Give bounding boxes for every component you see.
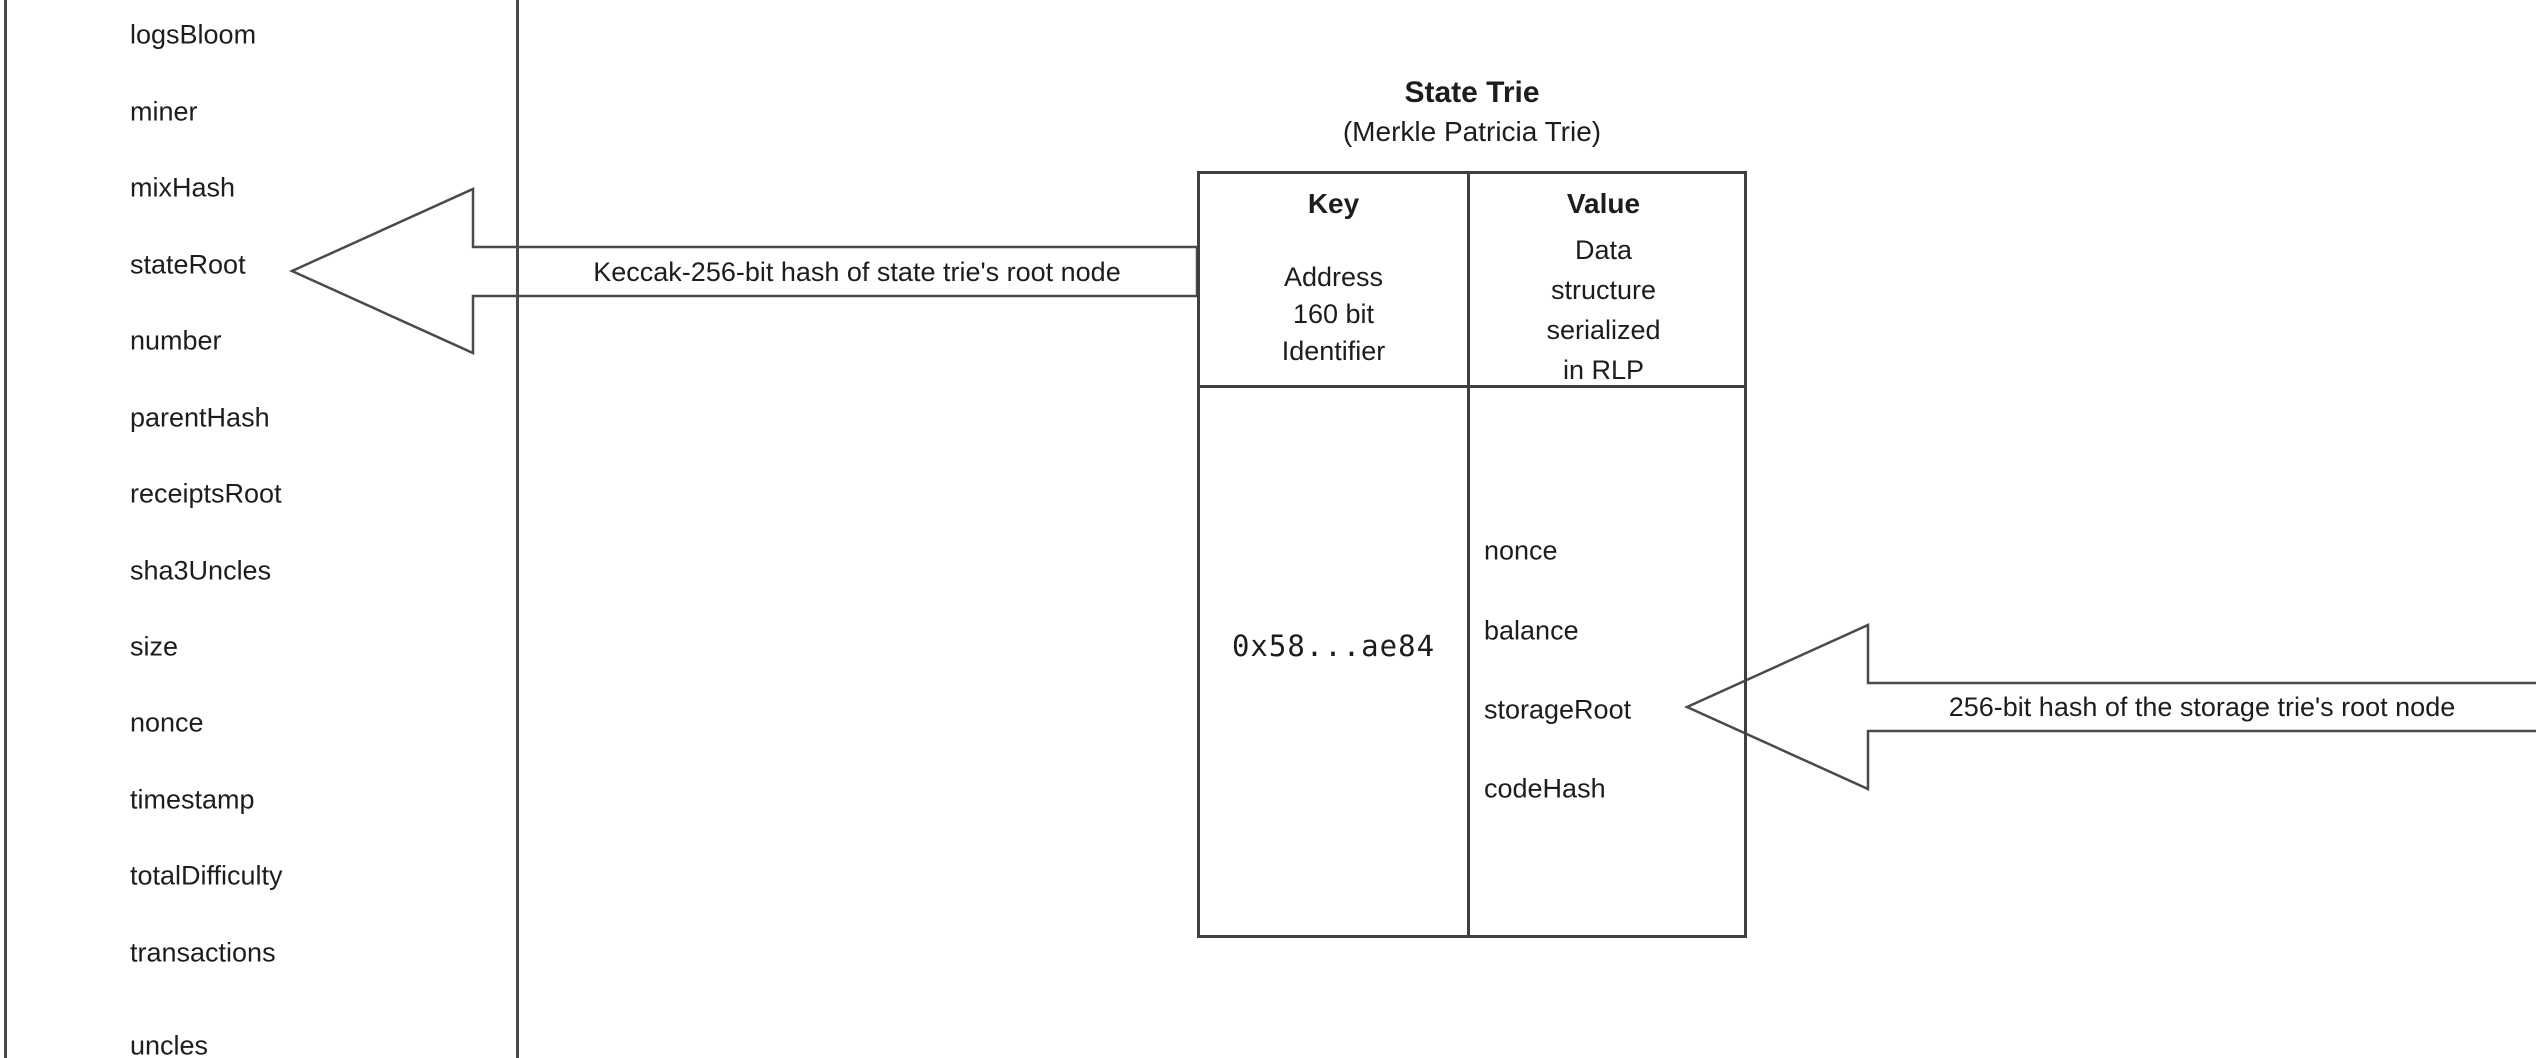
key-column-header: Key: [1307, 188, 1360, 219]
value-column-header: Value: [1566, 188, 1641, 219]
block-field-item: logsBloom: [130, 19, 257, 50]
value-column-description: Data structure serialized in RLP: [1470, 230, 1737, 390]
state-trie-title: State Trie: [1404, 76, 1540, 109]
description-line: Data: [1574, 235, 1633, 265]
block-field-item: number: [130, 325, 222, 356]
table-column-divider: [1467, 174, 1470, 935]
block-field-item: stateRoot: [130, 249, 246, 280]
description-line: Identifier: [1281, 336, 1386, 366]
block-header-right-rule: [516, 0, 519, 1058]
block-field-item: parentHash: [130, 402, 270, 433]
trie-value-item: balance: [1484, 615, 1579, 646]
account-address-key: 0x58...ae84: [1231, 629, 1436, 663]
block-field-item: size: [130, 631, 179, 662]
description-line: serialized: [1546, 315, 1661, 345]
block-field-item: totalDifficulty: [130, 860, 283, 891]
block-field-item: miner: [130, 96, 198, 127]
description-line: Address: [1283, 262, 1384, 292]
block-field-item: nonce: [130, 707, 204, 738]
state-trie-subtitle: (Merkle Patricia Trie): [1342, 116, 1602, 147]
trie-value-item: nonce: [1484, 535, 1558, 566]
table-header-divider: [1200, 385, 1744, 388]
description-line: in RLP: [1562, 355, 1645, 385]
storage-root-arrow-label: 256-bit hash of the storage trie's root …: [1948, 691, 2456, 722]
storage-root-arrow: [1683, 623, 2536, 791]
block-field-item: receiptsRoot: [130, 478, 282, 509]
block-field-item: timestamp: [130, 784, 255, 815]
block-field-item: transactions: [130, 937, 276, 968]
description-line: 160 bit: [1292, 299, 1375, 329]
trie-value-item: codeHash: [1484, 773, 1606, 804]
block-field-item: uncles: [130, 1030, 209, 1058]
trie-value-item: storageRoot: [1484, 694, 1632, 725]
state-root-arrow-label: Keccak-256-bit hash of state trie's root…: [593, 256, 1121, 287]
description-line: structure: [1550, 275, 1657, 305]
block-field-item: mixHash: [130, 172, 236, 203]
block-header-left-rule: [4, 0, 7, 1058]
block-field-item: sha3Uncles: [130, 555, 272, 586]
